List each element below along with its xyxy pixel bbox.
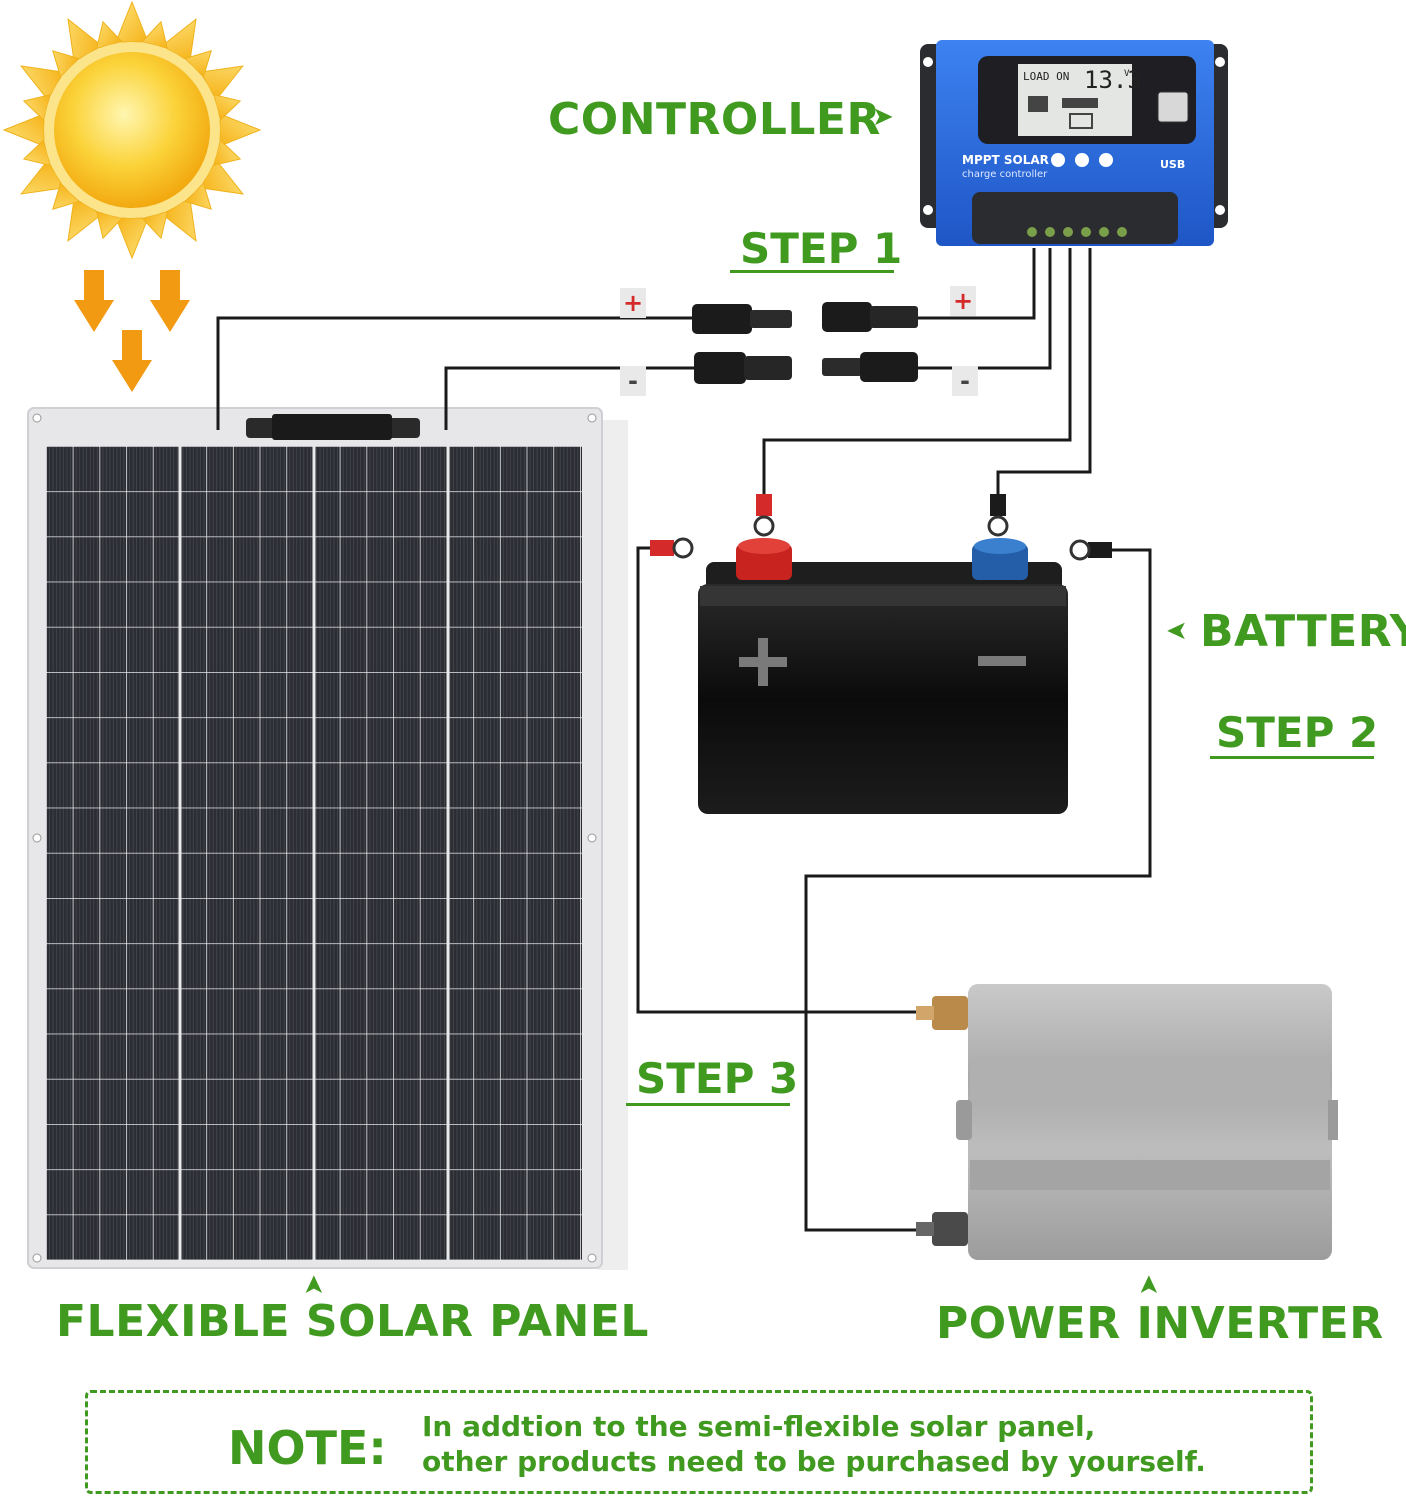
- battery-pointer-icon: ➤: [1166, 616, 1188, 646]
- controller-button: [1075, 153, 1089, 167]
- down-arrow-icon: [74, 270, 190, 392]
- lcd-unit: V: [1124, 69, 1130, 79]
- step3-underline: [626, 1103, 790, 1106]
- inverter-pointer-icon: ➤: [1133, 1274, 1164, 1296]
- power-inverter: [916, 984, 1338, 1260]
- solar-panel: [27, 407, 628, 1270]
- controller-button: [1051, 153, 1065, 167]
- minus-tag-controller: -: [960, 367, 970, 395]
- panel-pointer-icon: ➤: [298, 1274, 329, 1296]
- minus-tag-panel: -: [628, 367, 638, 395]
- step2-label: STEP 2: [1216, 708, 1379, 757]
- note-box: [85, 1390, 1313, 1494]
- charge-controller: LOAD ON 13.3 V MPPT SOLAR charge control…: [920, 40, 1228, 246]
- ring-terminal-icon: [650, 494, 1112, 561]
- polarity-tags: + + - -: [620, 286, 978, 396]
- note-line-1: In addtion to the semi-flexible solar pa…: [422, 1410, 1096, 1443]
- brand-line1: MPPT SOLAR: [962, 153, 1049, 167]
- note-label: NOTE:: [228, 1421, 387, 1475]
- sun-icon: [2, 0, 262, 260]
- lcd-status: LOAD ON: [1023, 70, 1069, 83]
- step1-label: STEP 1: [740, 224, 903, 273]
- solar-panel-label: FLEXIBLE SOLAR PANEL: [56, 1296, 649, 1347]
- step3-label: STEP 3: [636, 1054, 799, 1103]
- battery: [698, 538, 1068, 814]
- plus-tag-panel: +: [623, 289, 643, 317]
- plus-tag-controller: +: [953, 287, 973, 315]
- lcd-voltage: 13.3: [1084, 66, 1142, 94]
- controller-label: CONTROLLER: [548, 94, 881, 145]
- usb-label: USB: [1160, 158, 1185, 171]
- step2-underline: [1210, 756, 1374, 759]
- controller-pointer-icon: ➤: [872, 102, 894, 132]
- mc4-connector-icon: [692, 302, 918, 384]
- controller-button: [1099, 153, 1113, 167]
- note-line-2: other products need to be purchased by y…: [422, 1445, 1206, 1478]
- battery-label: BATTERY: [1200, 606, 1406, 657]
- power-inverter-label: POWER INVERTER: [936, 1298, 1384, 1349]
- step1-underline: [730, 270, 894, 273]
- brand-line2: charge controller: [962, 169, 1048, 180]
